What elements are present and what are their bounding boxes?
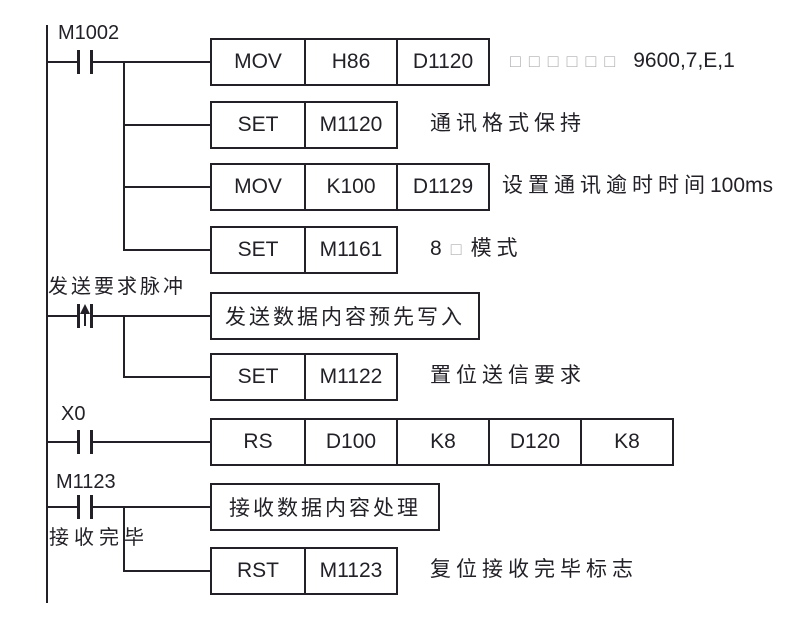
contact-label-m1002: M1002: [58, 22, 120, 44]
instruction-cell-op: SET: [237, 113, 279, 136]
contact-bar: [90, 430, 93, 454]
contact-label-send-pulse: 发送要求脉冲: [48, 276, 186, 298]
comment-set-send-request: 置位送信要求: [430, 364, 586, 387]
wire-h: [93, 506, 210, 508]
wire-h: [46, 61, 77, 63]
comment-prefix: 8: [430, 237, 442, 260]
instruction-cell-dst: M1161: [304, 228, 396, 272]
instruction-box-rst-m1123: RST M1123: [210, 547, 398, 595]
comment-text: 9600,7,E,1: [633, 49, 735, 72]
instruction-cell-op: SET: [237, 365, 279, 388]
action-box-text: 接收数据内容处理: [229, 497, 421, 520]
wire-h: [93, 315, 210, 317]
comment-8bit-mode: 8 □ 模式: [430, 236, 523, 262]
instruction-cell-op: RS: [243, 430, 273, 453]
instruction-cell-n: K8: [580, 420, 672, 464]
action-box-send-data: 发送数据内容预先写入: [210, 292, 480, 340]
wire-h: [46, 315, 77, 317]
comment-text-en: 100ms: [710, 174, 774, 197]
branch-wire-v: [123, 315, 125, 378]
instruction-cell-dst: M1122: [304, 355, 396, 399]
wire-h: [123, 124, 210, 126]
no-contact-m1002: [77, 50, 93, 74]
comment-comm-format: □□□□□□ 9600,7,E,1: [510, 48, 735, 74]
instruction-cell-d: D120: [488, 420, 580, 464]
comment-suffix: 模式: [470, 237, 523, 260]
contact-bar: [77, 304, 80, 328]
comment-format-hold: 通讯格式保持: [430, 112, 586, 135]
up-arrow-icon: [80, 304, 90, 314]
contact-label-m1123: M1123: [56, 471, 116, 493]
missing-glyph-box: □: [450, 239, 462, 259]
instruction-box-set-m1120: SET M1120: [210, 101, 398, 149]
contact-label-x0: X0: [61, 403, 86, 425]
instruction-box-mov-k100: MOV K100 D1129: [210, 163, 490, 211]
action-box-text: 发送数据内容预先写入: [225, 306, 465, 329]
no-contact-m1123: [77, 495, 93, 519]
instruction-box-set-m1122: SET M1122: [210, 353, 398, 401]
wire-h: [123, 186, 210, 188]
instruction-box-set-m1161: SET M1161: [210, 226, 398, 274]
comment-text-zh: 设置通讯逾时时间: [502, 174, 710, 197]
up-arrow-icon: [84, 313, 86, 326]
comment-reset-receive-flag: 复位接收完毕标志: [430, 558, 638, 581]
instruction-cell-dst: D1120: [396, 40, 488, 84]
instruction-cell-op: MOV: [234, 50, 282, 73]
contact-bar: [90, 50, 93, 74]
comment-timeout: 设置通讯逾时时间 100ms: [502, 173, 773, 199]
contact-bar: [77, 50, 80, 74]
contact-bar: [90, 304, 93, 328]
instruction-cell-dst: M1123: [304, 549, 396, 593]
wire-h: [93, 441, 210, 443]
instruction-cell-src: H86: [304, 40, 396, 84]
wire-h: [93, 61, 210, 63]
instruction-cell-op: MOV: [234, 175, 282, 198]
branch-wire-v: [123, 506, 125, 572]
no-contact-x0: [77, 430, 93, 454]
branch-wire-v: [123, 61, 125, 251]
instruction-cell-dst: D1129: [396, 165, 488, 209]
power-rail: [46, 25, 48, 603]
wire-h: [46, 441, 77, 443]
instruction-box-mov-h86: MOV H86 D1120: [210, 38, 490, 86]
rising-pulse-contact: [77, 304, 93, 328]
instruction-cell-src: K100: [304, 165, 396, 209]
contact-bar: [77, 430, 80, 454]
instruction-cell-op: RST: [237, 559, 279, 582]
wire-h: [123, 376, 210, 378]
wire-h: [46, 506, 77, 508]
contact-bar: [77, 495, 80, 519]
instruction-box-rs: RS D100 K8 D120 K8: [210, 418, 674, 466]
instruction-cell-dst: M1120: [304, 103, 396, 147]
instruction-cell-m: K8: [396, 420, 488, 464]
contact-sublabel-receive-done: 接收完毕: [49, 527, 149, 549]
contact-bar: [90, 495, 93, 519]
action-box-receive-data: 接收数据内容处理: [210, 483, 440, 531]
instruction-cell-op: SET: [237, 238, 279, 261]
missing-glyph-boxes: □□□□□□: [510, 51, 624, 71]
wire-h: [123, 249, 210, 251]
instruction-cell-s: D100: [304, 420, 396, 464]
wire-h: [123, 570, 210, 572]
